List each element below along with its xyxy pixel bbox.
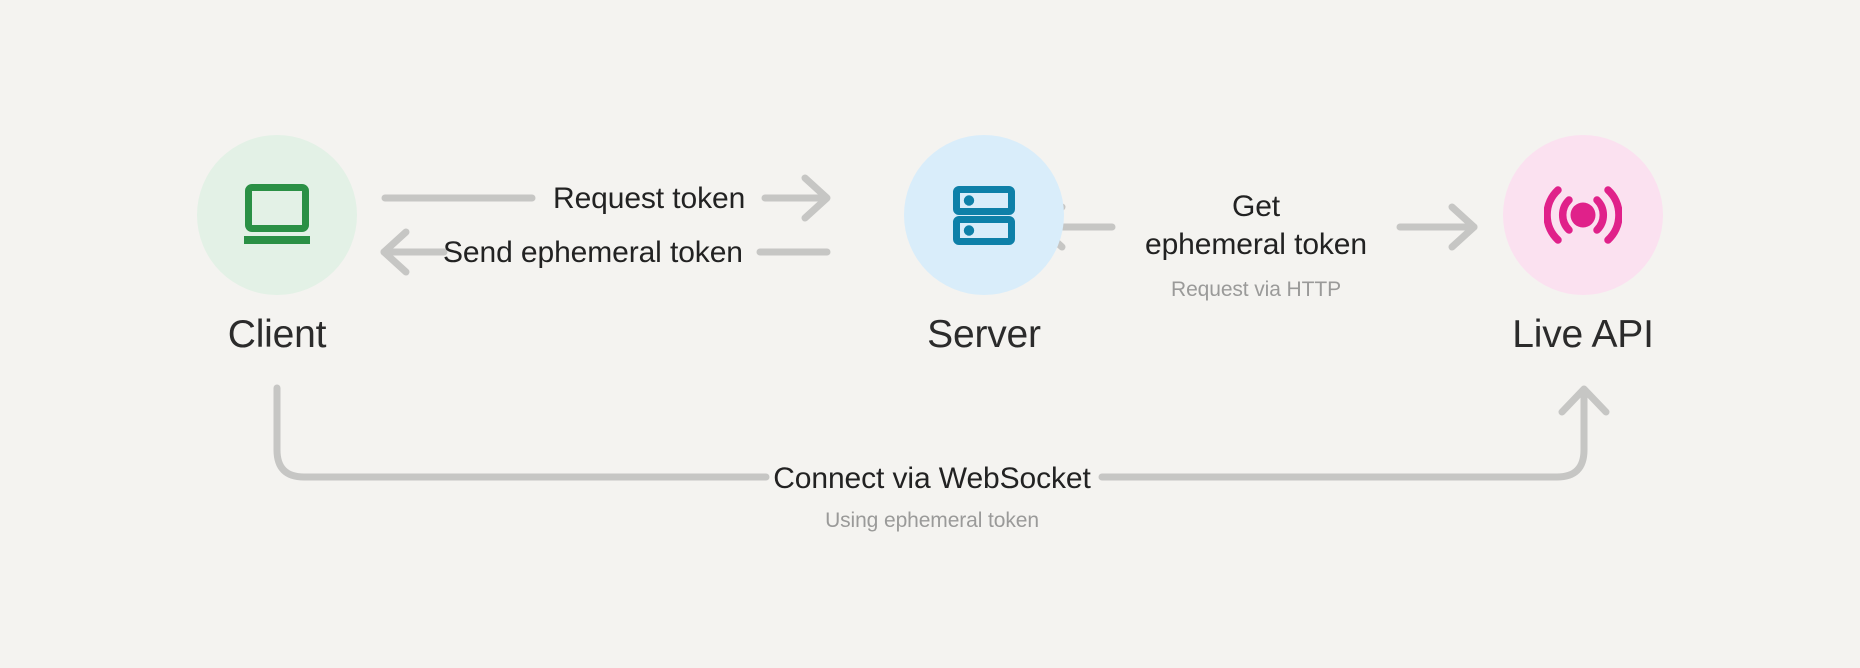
node-client-circle: [197, 135, 357, 295]
edge-websocket-right-path: [1098, 388, 1588, 481]
edge-label-send-ephemeral-token: Send ephemeral token: [443, 236, 743, 269]
laptop-icon: [244, 184, 310, 244]
edge-label-connect-via-websocket: Connect via WebSocket: [773, 462, 1091, 495]
node-server-label: Server: [927, 313, 1041, 356]
edge-websocket-left-path: [273, 384, 770, 481]
node-live-api[interactable]: Live API: [1483, 135, 1683, 354]
node-live-api-circle: [1503, 135, 1663, 295]
node-server-circle: [904, 135, 1064, 295]
edge-label-get-ephemeral-line1: Get: [1231, 190, 1281, 223]
edge-label-get-ephemeral-line2: ephemeral token: [1145, 228, 1367, 261]
edge-websocket-arrowhead: [1558, 385, 1610, 416]
edge-sublabel-request-via-http: Request via HTTP: [1171, 278, 1341, 301]
server-rack-icon: [953, 186, 1015, 245]
edge-sublabel-using-ephemeral-token: Using ephemeral token: [825, 509, 1039, 532]
edge-send-ephemeral-arrowhead: [380, 228, 410, 276]
edge-request-token-arrowhead: [801, 174, 831, 222]
node-live-api-label: Live API: [1512, 313, 1654, 356]
node-server[interactable]: Server: [884, 135, 1084, 354]
edge-label-get-ephemeral-token: Get ephemeral token: [1096, 188, 1416, 264]
node-client-label: Client: [227, 313, 327, 356]
broadcast-signal-icon: [1544, 186, 1622, 244]
edge-get-ephemeral-right-arrowhead: [1448, 203, 1478, 251]
node-client[interactable]: Client: [177, 135, 377, 354]
edge-label-request-token: Request token: [553, 182, 746, 215]
